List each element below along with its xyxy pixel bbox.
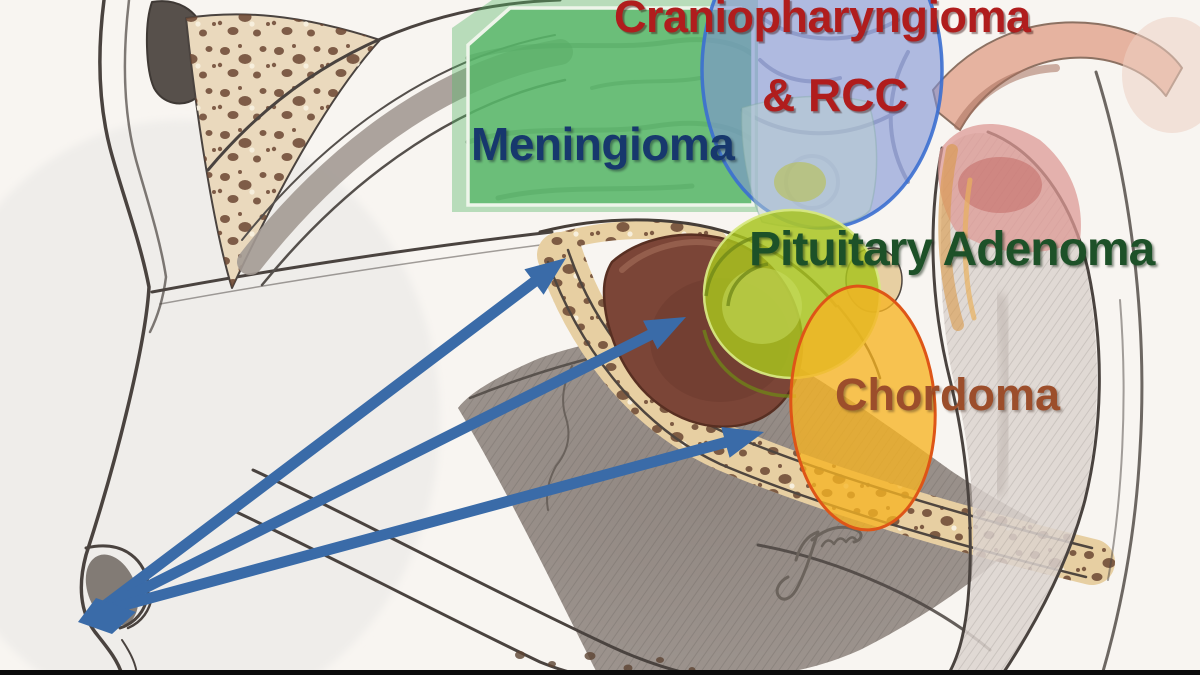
approach-arrow bbox=[91, 258, 566, 618]
tumor-region-overlays bbox=[452, 0, 944, 532]
chordoma-label: Chordoma bbox=[835, 369, 1060, 420]
letterbox-bar bbox=[0, 670, 1200, 675]
suprasellar-nodule bbox=[774, 162, 826, 202]
paper-shading bbox=[0, 120, 440, 675]
approach-arrow bbox=[92, 317, 686, 618]
meningioma-label: Meningioma bbox=[471, 118, 735, 170]
frontal-bone-diploe bbox=[185, 13, 381, 289]
pituitary-adenoma-label: Pituitary Adenoma bbox=[749, 223, 1155, 276]
face-profile-line bbox=[79, 0, 151, 675]
arrow-origin-stub bbox=[78, 598, 136, 634]
suprasellar-blob bbox=[740, 95, 878, 229]
brainstem bbox=[931, 123, 1101, 675]
approach-arrow bbox=[93, 427, 765, 619]
approach-arrows bbox=[78, 258, 765, 634]
craniopharyngioma-label: Craniopharyngioma bbox=[614, 0, 1031, 42]
chordoma-region bbox=[789, 284, 937, 532]
midbrain-arcs bbox=[932, 17, 1200, 133]
rcc-label: & RCC bbox=[762, 69, 908, 121]
meningioma-region bbox=[452, 0, 758, 212]
